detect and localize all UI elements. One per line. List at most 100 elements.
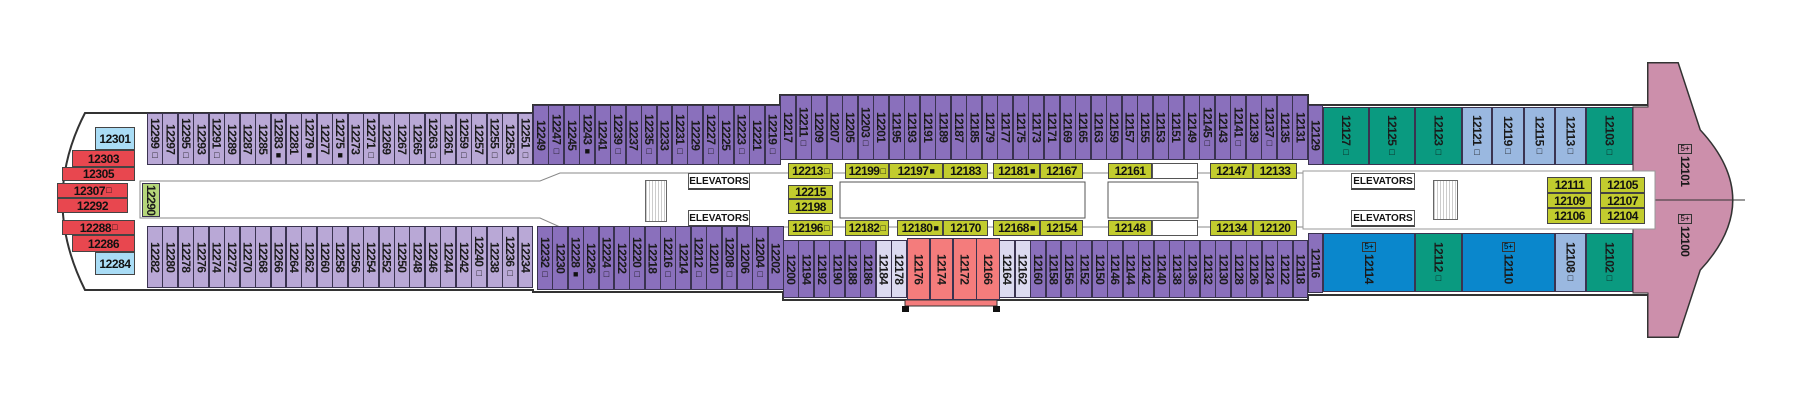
cabin-12251[interactable]: 12251□: [517, 113, 534, 165]
cabin-12174[interactable]: 12174: [929, 238, 954, 300]
cabin-12138[interactable]: 12138: [1169, 240, 1185, 298]
cabin-12214[interactable]: 12214: [675, 226, 692, 290]
cabin-12147[interactable]: 12147: [1210, 163, 1253, 179]
cabin-12284[interactable]: 12284: [95, 252, 135, 275]
cabin-12217[interactable]: 12217: [780, 95, 797, 160]
cabin-12166[interactable]: 12166: [976, 238, 1000, 300]
cabin-12287[interactable]: 12287: [239, 113, 256, 165]
cabin-12127[interactable]: 12127□: [1323, 107, 1369, 165]
cabin-12272[interactable]: 12272: [224, 226, 241, 288]
cabin-12193[interactable]: 12193: [904, 95, 921, 160]
cabin-12245[interactable]: 12245: [563, 105, 580, 165]
cabin-12180[interactable]: 12180■: [897, 220, 943, 236]
cabin-12108[interactable]: 12108□: [1555, 233, 1586, 292]
cabin-12121[interactable]: 12121□: [1462, 107, 1492, 165]
cabin-12264[interactable]: 12264: [285, 226, 302, 288]
cabin-12114[interactable]: 5+12114: [1323, 233, 1415, 292]
cabin-12199[interactable]: 12199□: [845, 163, 889, 179]
cabin-12103[interactable]: 12103□: [1586, 107, 1633, 165]
cabin-12150[interactable]: 12150: [1091, 240, 1108, 298]
cabin-12131[interactable]: 12131: [1292, 95, 1309, 160]
cabin-12179[interactable]: 12179: [981, 95, 998, 160]
cabin-12239[interactable]: 12239□: [610, 105, 627, 165]
cabin-12139[interactable]: 12139: [1245, 95, 1262, 160]
cabin-12270[interactable]: 12270: [239, 226, 256, 288]
cabin-12257[interactable]: 12257: [471, 113, 488, 165]
cabin-12188[interactable]: 12188: [844, 240, 861, 298]
cabin-12299[interactable]: 12299□: [147, 113, 163, 165]
cabin-12106[interactable]: 12106: [1547, 208, 1592, 224]
cabin-12196[interactable]: 12196□: [788, 220, 833, 236]
cabin-12248[interactable]: 12248: [409, 226, 426, 288]
cabin-12274[interactable]: 12274: [208, 226, 225, 288]
cabin-12237[interactable]: 12237: [625, 105, 642, 165]
cabin-12158[interactable]: 12158: [1045, 240, 1062, 298]
cabin-12154[interactable]: 12154: [1040, 220, 1083, 236]
cabin-12276[interactable]: 12276: [193, 226, 210, 288]
cabin-12184[interactable]: 12184: [875, 240, 892, 298]
cabin-12232[interactable]: 12232□: [537, 226, 553, 290]
cabin-12227[interactable]: 12227□: [702, 105, 719, 165]
cabin-12105[interactable]: 12105: [1600, 177, 1645, 193]
cabin-12259[interactable]: 12259□: [455, 113, 472, 165]
cabin-12244[interactable]: 12244: [440, 226, 457, 288]
cabin-12221[interactable]: 12221: [749, 105, 766, 165]
cabin-12165[interactable]: 12165: [1075, 95, 1092, 160]
cabin-12128[interactable]: 12128: [1230, 240, 1247, 298]
cabin-12275[interactable]: 12275■: [332, 113, 349, 165]
cabin-12213[interactable]: 12213□: [788, 163, 833, 179]
cabin-12115[interactable]: 12115□: [1524, 107, 1555, 165]
cabin-12236[interactable]: 12236□: [502, 226, 519, 288]
cabin-12203[interactable]: 12203□: [857, 95, 874, 160]
cabin-12301[interactable]: 12301: [95, 127, 135, 150]
cabin-12100[interactable]: 5+12100: [1665, 205, 1705, 265]
cabin-12125[interactable]: 12125□: [1369, 107, 1415, 165]
cabin-12133[interactable]: 12133: [1253, 163, 1297, 179]
cabin-12256[interactable]: 12256: [347, 226, 364, 288]
cabin-12134[interactable]: 12134: [1210, 220, 1253, 236]
cabin-12170[interactable]: 12170: [943, 220, 988, 236]
cabin-12109[interactable]: 12109: [1547, 193, 1592, 208]
cabin-12241[interactable]: 12241: [594, 105, 611, 165]
cabin-12222[interactable]: 12222: [613, 226, 630, 290]
cabin-12277[interactable]: 12277: [316, 113, 333, 165]
cabin-12253[interactable]: 12253: [502, 113, 519, 165]
cabin-12144[interactable]: 12144: [1122, 240, 1139, 298]
cabin-12211[interactable]: 12211□: [795, 95, 812, 160]
cabin-12266[interactable]: 12266: [270, 226, 287, 288]
cabin-12104[interactable]: 12104: [1600, 208, 1645, 224]
cabin-12116[interactable]: 12116: [1308, 233, 1323, 293]
cabin-12281[interactable]: 12281: [285, 113, 302, 165]
cabin-12234[interactable]: 12234: [517, 226, 534, 288]
cabin-12112[interactable]: 12112□: [1415, 233, 1462, 292]
cabin-12191[interactable]: 12191: [919, 95, 936, 160]
cabin-12273[interactable]: 12273: [347, 113, 364, 165]
cabin-12224[interactable]: 12224□: [598, 226, 615, 290]
cabin-12212[interactable]: 12212□: [690, 226, 707, 290]
cabin-12186[interactable]: 12186: [860, 240, 877, 298]
cabin-12129[interactable]: 12129: [1308, 105, 1323, 165]
cabin-12231[interactable]: 12231□: [671, 105, 688, 165]
cabin-12120[interactable]: 12120: [1253, 220, 1297, 236]
cabin-12208[interactable]: 12208□: [721, 226, 738, 290]
cabin-12216[interactable]: 12216□: [660, 226, 676, 290]
cabin-12205[interactable]: 12205: [842, 95, 859, 160]
cabin-12146[interactable]: 12146: [1107, 240, 1124, 298]
cabin-12195[interactable]: 12195: [888, 95, 905, 160]
cabin-12229[interactable]: 12229: [687, 105, 704, 165]
cabin-12178[interactable]: 12178: [891, 240, 908, 298]
cabin-12207[interactable]: 12207: [826, 95, 843, 160]
cabin-12162[interactable]: 12162: [1014, 240, 1031, 298]
cabin-12197[interactable]: 12197■: [889, 163, 943, 179]
cabin-12194[interactable]: 12194: [798, 240, 815, 298]
cabin-12185[interactable]: 12185: [966, 95, 983, 160]
cabin-12110[interactable]: 5+12110: [1462, 233, 1555, 292]
cabin-12163[interactable]: 12163: [1090, 95, 1107, 160]
cabin-12145[interactable]: 12145□: [1199, 95, 1216, 160]
cabin-12269[interactable]: 12269: [378, 113, 395, 165]
cabin-12206[interactable]: 12206: [736, 226, 753, 290]
cabin-12233[interactable]: 12233: [656, 105, 673, 165]
cabin-12249[interactable]: 12249: [533, 105, 549, 165]
cabin-12155[interactable]: 12155: [1137, 95, 1154, 160]
cabin-12235[interactable]: 12235□: [641, 105, 657, 165]
